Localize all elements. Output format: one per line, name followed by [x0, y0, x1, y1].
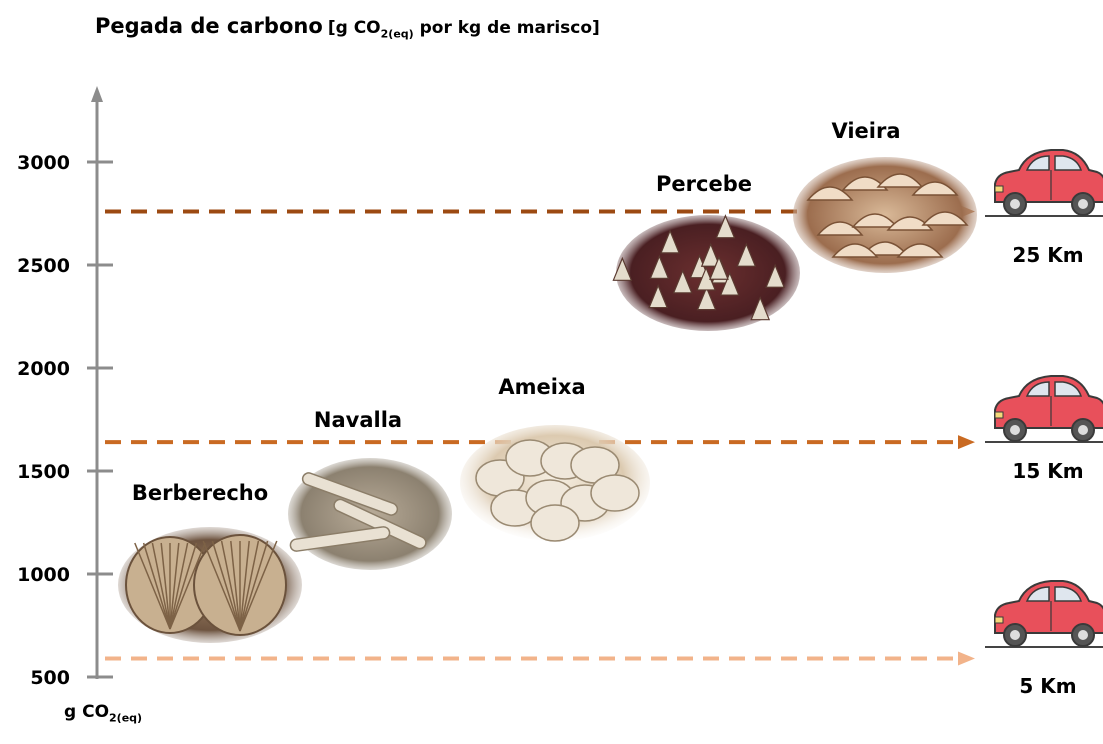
shell-rib — [239, 540, 269, 632]
car-window-front — [1025, 155, 1050, 171]
car-window-rear — [1054, 381, 1083, 397]
scallop-shell — [921, 211, 969, 226]
shell-rib — [169, 542, 180, 630]
shell-rib — [169, 542, 198, 630]
point-label-vieira: Vieira — [831, 119, 900, 143]
barnacle-image — [612, 214, 800, 331]
shell-rib — [142, 542, 171, 630]
point-label-berberecho: Berberecho — [132, 481, 268, 505]
scallop-shell — [831, 243, 879, 258]
barnacle — [700, 242, 721, 267]
scallop-shell — [816, 221, 864, 236]
distance-label: 25 Km — [1012, 243, 1083, 267]
clam-image — [460, 425, 650, 542]
shell-rib — [211, 540, 241, 632]
razor-shell — [289, 526, 391, 552]
scallop-shell — [911, 181, 959, 196]
razor-shell — [301, 472, 399, 516]
distance-label: 15 Km — [1012, 459, 1083, 483]
y-tick-label-1500: 1500 — [17, 461, 70, 483]
y-tick-label-1000: 1000 — [17, 564, 70, 586]
barnacle — [660, 229, 680, 254]
car-icon — [985, 375, 1103, 443]
clam-shell — [530, 504, 580, 542]
point-label-ameixa: Ameixa — [498, 375, 585, 399]
car-hubcap — [1010, 199, 1020, 209]
y-axis-label: g CO2(eq) — [64, 702, 143, 725]
barnacle — [719, 271, 740, 296]
barnacle — [612, 256, 633, 281]
car-hubcap — [1078, 630, 1088, 640]
car-icon — [985, 149, 1103, 217]
shell-rib — [239, 540, 250, 632]
barnacle — [672, 269, 693, 294]
distance-label: 5 Km — [1019, 674, 1076, 698]
car-window-rear — [1054, 155, 1083, 171]
point-label-navalla: Navalla — [314, 408, 402, 432]
y-tick-label-3000: 3000 — [17, 152, 70, 174]
shell-rib — [169, 542, 189, 630]
y-tick-label-2000: 2000 — [17, 358, 70, 380]
car-headlight — [994, 185, 1004, 193]
point-label-percebe: Percebe — [656, 172, 752, 196]
car-icon — [985, 580, 1103, 648]
barnacle — [648, 284, 669, 309]
scallop-shell — [896, 243, 944, 258]
car-hubcap — [1010, 630, 1020, 640]
chart-title-main: Pegada de carbono — [95, 14, 323, 38]
barnacle — [736, 242, 757, 267]
shell-rib — [151, 542, 171, 630]
reference-line-arrowhead — [958, 651, 975, 666]
razor-clam-image — [288, 458, 452, 570]
barnacle — [696, 286, 717, 311]
car-hubcap — [1078, 425, 1088, 435]
scallop-shell — [806, 186, 854, 201]
car-hubcap — [1010, 425, 1020, 435]
car-window-front — [1025, 381, 1050, 397]
car-window-rear — [1054, 586, 1083, 602]
y-axis-arrowhead — [91, 86, 103, 102]
scallop-image — [793, 157, 977, 273]
shell-rib — [134, 542, 171, 630]
car-headlight — [994, 616, 1004, 624]
cockle-shell-image — [118, 527, 302, 643]
barnacle — [765, 263, 786, 288]
shell-rib — [160, 542, 171, 630]
shell-rib — [230, 540, 241, 632]
shell-rib — [239, 540, 260, 632]
barnacle — [649, 254, 670, 279]
scallop-shell — [886, 216, 934, 231]
reference-line-arrowhead — [958, 435, 975, 450]
chart-title-unit: [g CO2(eq) por kg de marisco] — [327, 18, 600, 41]
car-headlight — [994, 411, 1004, 419]
clam-shell — [590, 474, 640, 512]
shell-rib — [239, 540, 278, 632]
car-hubcap — [1078, 199, 1088, 209]
chart-title: Pegada de carbono [g CO2(eq) por kg de m… — [95, 14, 600, 40]
scallop-shell — [841, 176, 889, 191]
barnacle — [709, 255, 729, 280]
barnacle — [715, 214, 736, 239]
barnacle — [750, 296, 771, 321]
shell-rib — [202, 540, 241, 632]
shell-rib — [220, 540, 241, 632]
car-window-front — [1025, 586, 1050, 602]
shell-rib — [169, 542, 206, 630]
y-tick-label-500: 500 — [30, 667, 70, 689]
y-tick-label-2500: 2500 — [17, 255, 70, 277]
